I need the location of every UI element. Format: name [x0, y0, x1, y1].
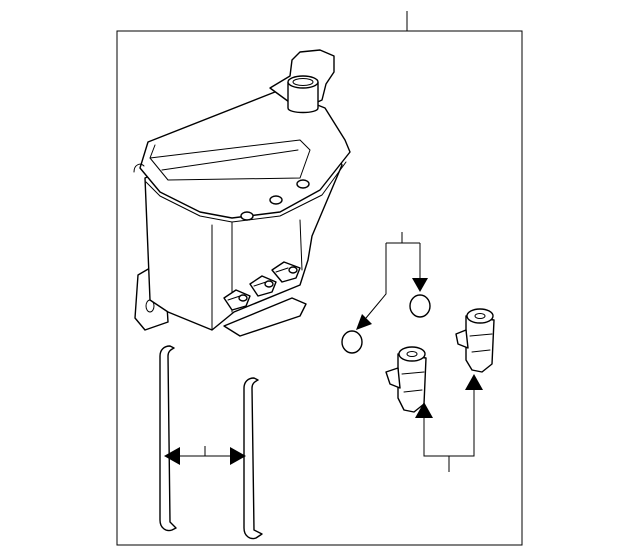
diagram-frame [116, 30, 523, 546]
pump-port-group [223, 261, 301, 311]
width-arrow-right [230, 447, 246, 465]
rim-boss-2 [269, 195, 283, 205]
hose-strip-right [243, 377, 263, 540]
width-arrow-left [164, 447, 180, 465]
rim-boss-3 [296, 179, 310, 189]
grommet-upper [409, 294, 431, 318]
pump-callout [415, 374, 483, 472]
rim-boss-1 [240, 211, 254, 221]
filler-neck-opening [287, 75, 319, 89]
washer-pump-left [385, 346, 427, 413]
top-recess [149, 139, 311, 181]
bottom-plate [223, 297, 307, 337]
filler-neck-tube [287, 82, 319, 114]
washer-reservoir [133, 49, 351, 337]
grommet-callout [356, 232, 428, 330]
washer-pump-right [455, 308, 495, 373]
hose-strip-left [159, 345, 177, 532]
grommet-lower [341, 330, 363, 354]
